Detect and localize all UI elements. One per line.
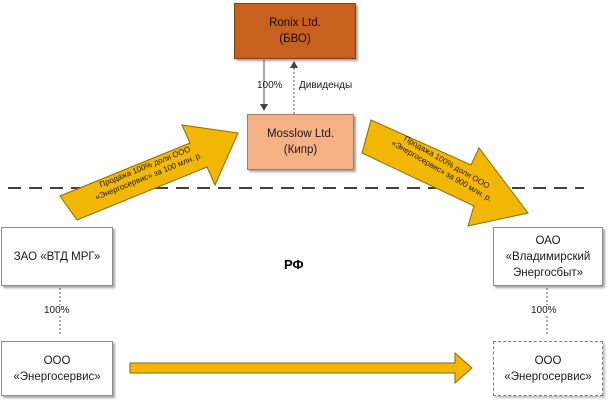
ownership-label-right: 100%	[531, 305, 557, 316]
vladimir-box: ОАО «Владимирский Энергосбыт»	[493, 227, 603, 286]
energoservis-right-type: ООО	[534, 354, 562, 367]
ownership-label-left: 100%	[44, 305, 70, 316]
ownership-label-top: 100%	[257, 80, 283, 91]
ronix-box: Ronix Ltd. (БВО)	[234, 3, 356, 59]
vladimir-name-2: Энергосбыт»	[512, 266, 583, 279]
jurisdiction-label-rf: РФ	[284, 257, 304, 272]
vtd-box: ЗАО «ВТД МРГ»	[1, 227, 113, 286]
sale-arrow-left	[59, 124, 239, 221]
sale-arrow-right	[361, 119, 529, 227]
dividends-label: Дивиденды	[299, 80, 353, 91]
ronix-name: Ronix Ltd.	[269, 17, 321, 29]
energoservis-right-name: «Энергосервис»	[504, 370, 592, 383]
ronix-jurisdiction: (БВО)	[279, 33, 311, 45]
energoservis-left-box: ООО «Энергосервис»	[1, 341, 113, 396]
vladimir-type: ОАО	[535, 234, 561, 247]
vtd-name: ЗАО «ВТД МРГ»	[13, 250, 101, 263]
energoservis-right-box: ООО «Энергосервис»	[493, 341, 603, 396]
vladimir-name-1: «Владимирский	[505, 250, 591, 263]
transfer-arrow-bottom	[129, 351, 473, 385]
mosslow-box: Mosslow Ltd. (Кипр)	[247, 114, 354, 170]
energoservis-left-name: «Энергосервис»	[13, 370, 101, 383]
energoservis-left-type: ООО	[43, 354, 71, 367]
mosslow-jurisdiction: (Кипр)	[283, 144, 318, 156]
mosslow-name: Mosslow Ltd.	[266, 128, 335, 140]
